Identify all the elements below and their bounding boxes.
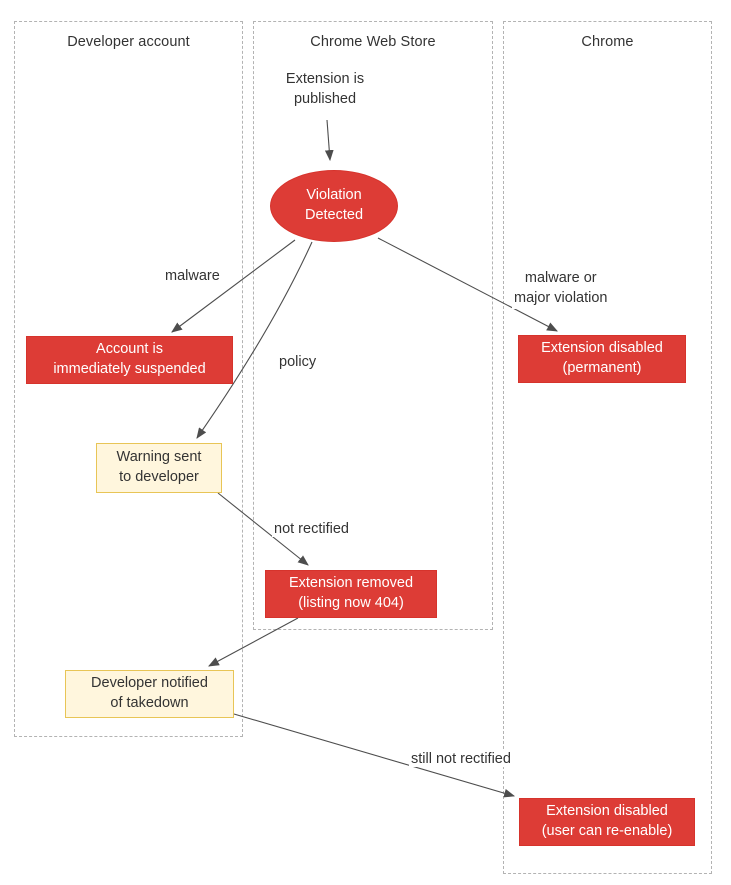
node-extension-published: Extension is published (285, 71, 365, 107)
edge-label-policy: policy (277, 354, 319, 370)
edge-label-not-rectified: not rectified (272, 521, 351, 537)
node-violation-detected[interactable]: Violation Detected (270, 170, 398, 242)
node-account-suspended[interactable]: Account is immediately suspended (26, 336, 233, 384)
node-developer-notified[interactable]: Developer notified of takedown (65, 670, 234, 718)
node-extension-disabled-reenable[interactable]: Extension disabled (user can re-enable) (519, 798, 695, 846)
swimlane-title-chrome: Chrome (581, 34, 634, 50)
edge-label-malware-or-major-violation: malware or major violation (512, 268, 610, 309)
swimlane-title-developer-account: Developer account (67, 34, 190, 50)
swimlane-title-chrome-web-store: Chrome Web Store (310, 34, 436, 50)
edge-label-still-not-rectified: still not rectified (409, 751, 513, 767)
swimlane-chrome-web-store: Chrome Web Store (253, 21, 493, 630)
node-extension-removed[interactable]: Extension removed (listing now 404) (265, 570, 437, 618)
swimlane-chrome: Chrome (503, 21, 712, 874)
node-extension-disabled-permanent[interactable]: Extension disabled (permanent) (518, 335, 686, 383)
node-warning-sent[interactable]: Warning sent to developer (96, 443, 222, 493)
edge-label-malware: malware (163, 268, 222, 284)
